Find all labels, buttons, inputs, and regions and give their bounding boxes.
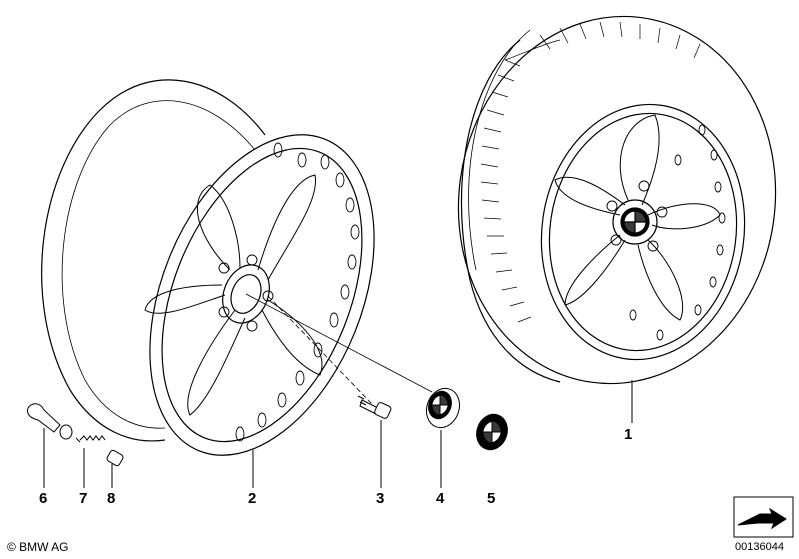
callout-5[interactable]: 5 bbox=[487, 490, 496, 507]
valve-core[interactable] bbox=[75, 435, 106, 443]
valve-cap[interactable] bbox=[106, 449, 124, 467]
callout-2[interactable]: 2 bbox=[248, 490, 257, 507]
callout-6[interactable]: 6 bbox=[39, 490, 48, 507]
callout-1[interactable]: 1 bbox=[624, 426, 633, 443]
callout-7[interactable]: 7 bbox=[79, 490, 88, 507]
leader-lines bbox=[43, 380, 633, 488]
callout-8[interactable]: 8 bbox=[107, 490, 116, 507]
document-reference-icon bbox=[733, 496, 794, 538]
emblem[interactable] bbox=[472, 410, 513, 454]
copyright-notice: © BMW AG bbox=[7, 540, 69, 554]
document-number: 00136044 bbox=[735, 541, 784, 553]
callout-3[interactable]: 3 bbox=[376, 490, 385, 507]
hub-cap[interactable] bbox=[421, 384, 465, 433]
wheel-bolt[interactable] bbox=[357, 395, 392, 419]
complete-wheel-with-tire[interactable] bbox=[435, 0, 799, 404]
callout-4[interactable]: 4 bbox=[436, 490, 445, 507]
tire-valve[interactable] bbox=[27, 403, 73, 440]
light-alloy-rim[interactable] bbox=[41, 79, 433, 488]
